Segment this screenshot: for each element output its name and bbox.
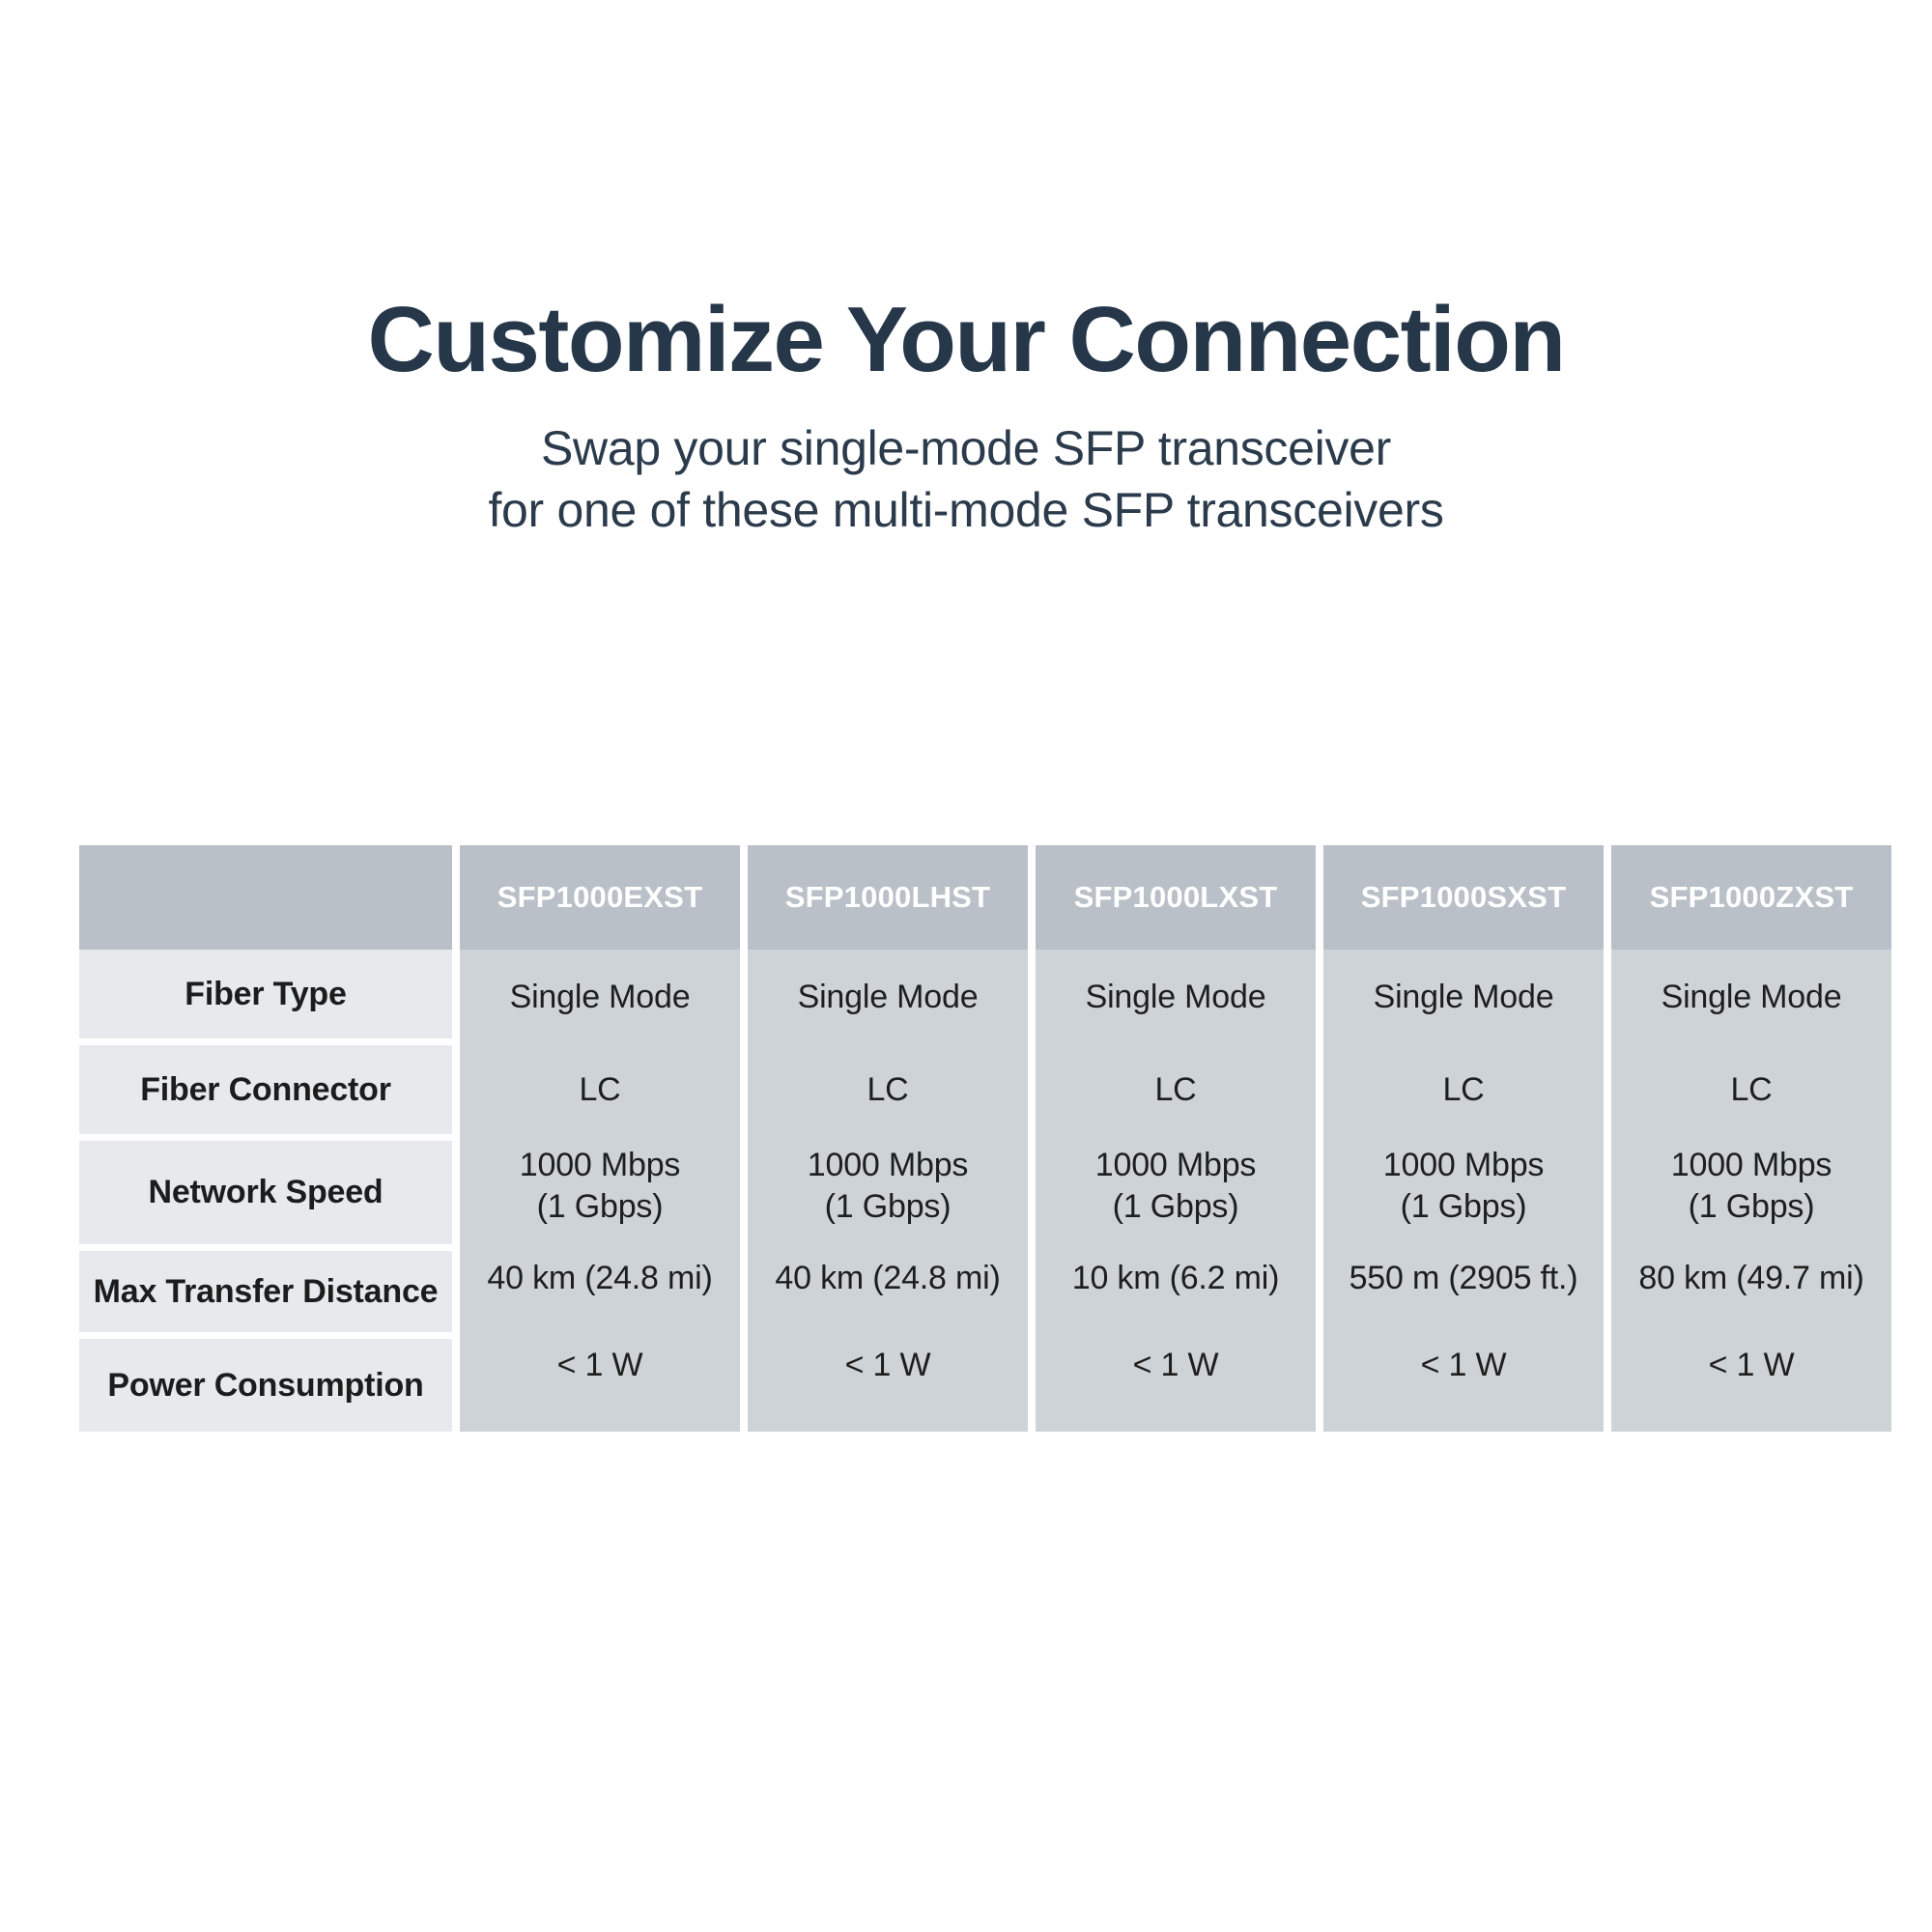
page-subtitle-line-2: for one of these multi-mode SFP transcei… [488,482,1444,537]
cell-fiber-connector-sfp1000zxst: LC [1730,1070,1773,1108]
cell-fiber-connector-sfp1000lxst: LC [1154,1070,1197,1108]
cell-fiber-type-sfp1000exst: Single Mode [509,979,691,1016]
table-corner-cell [79,845,452,950]
cell-network-speed-sfp1000lxst: 1000 Mbps (1 Gbps) [1094,1147,1257,1225]
column-header-sfp1000zxst: SFP1000ZXST [1611,845,1891,950]
data-column-sfp1000lxst: Single Mode LC 1000 Mbps (1 Gbps) 10 km … [1036,950,1316,1432]
cell-power-consumption-sfp1000zxst: < 1 W [1708,1346,1795,1383]
row-label-max-transfer-distance: Max Transfer Distance [79,1251,452,1332]
cell-max-transfer-distance-sfp1000exst: 40 km (24.8 mi) [487,1259,713,1296]
cell-max-transfer-distance-sfp1000zxst: 80 km (49.7 mi) [1638,1259,1864,1296]
row-label-network-speed: Network Speed [79,1141,452,1244]
cell-power-consumption-sfp1000lhst: < 1 W [844,1346,931,1383]
cell-max-transfer-distance-sfp1000sxst: 550 m (2905 ft.) [1349,1259,1578,1296]
cell-fiber-type-sfp1000lxst: Single Mode [1085,979,1266,1016]
data-column-sfp1000zxst: Single Mode LC 1000 Mbps (1 Gbps) 80 km … [1611,950,1891,1432]
row-label-power-consumption: Power Consumption [79,1339,452,1432]
cell-fiber-connector-sfp1000sxst: LC [1442,1070,1485,1108]
data-column-sfp1000sxst: Single Mode LC 1000 Mbps (1 Gbps) 550 m … [1323,950,1604,1432]
row-label-column: Fiber Type Fiber Connector Network Speed… [79,950,452,1432]
page-title: Customize Your Connection [367,288,1567,391]
spec-comparison-table: SFP1000EXST SFP1000LHST SFP1000LXST SFP1… [79,845,1891,1432]
data-column-sfp1000lhst: Single Mode LC 1000 Mbps (1 Gbps) 40 km … [748,950,1028,1432]
row-label-fiber-type: Fiber Type [79,950,452,1038]
column-header-sfp1000exst: SFP1000EXST [460,845,740,950]
cell-power-consumption-sfp1000exst: < 1 W [556,1346,643,1383]
cell-max-transfer-distance-sfp1000lxst: 10 km (6.2 mi) [1071,1259,1280,1296]
page-subtitle-line-1: Swap your single-mode SFP transceiver [540,420,1392,475]
cell-fiber-connector-sfp1000exst: LC [579,1070,621,1108]
cell-fiber-type-sfp1000sxst: Single Mode [1373,979,1554,1016]
cell-network-speed-sfp1000lhst: 1000 Mbps (1 Gbps) [807,1147,969,1225]
data-column-sfp1000exst: Single Mode LC 1000 Mbps (1 Gbps) 40 km … [460,950,740,1432]
cell-network-speed-sfp1000sxst: 1000 Mbps (1 Gbps) [1382,1147,1545,1225]
cell-network-speed-sfp1000zxst: 1000 Mbps (1 Gbps) [1670,1147,1833,1225]
cell-network-speed-sfp1000exst: 1000 Mbps (1 Gbps) [519,1147,681,1225]
cell-fiber-connector-sfp1000lhst: LC [867,1070,909,1108]
column-header-sfp1000lhst: SFP1000LHST [748,845,1028,950]
cell-power-consumption-sfp1000lxst: < 1 W [1132,1346,1219,1383]
cell-power-consumption-sfp1000sxst: < 1 W [1420,1346,1507,1383]
row-label-fiber-connector: Fiber Connector [79,1045,452,1134]
column-header-sfp1000lxst: SFP1000LXST [1036,845,1316,950]
cell-fiber-type-sfp1000zxst: Single Mode [1661,979,1842,1016]
cell-fiber-type-sfp1000lhst: Single Mode [797,979,979,1016]
heading-block: Customize Your Connection Swap your sing… [0,290,1932,541]
cell-max-transfer-distance-sfp1000lhst: 40 km (24.8 mi) [775,1259,1001,1296]
page-subtitle: Swap your single-mode SFP transceiver fo… [0,417,1932,541]
column-header-sfp1000sxst: SFP1000SXST [1323,845,1604,950]
